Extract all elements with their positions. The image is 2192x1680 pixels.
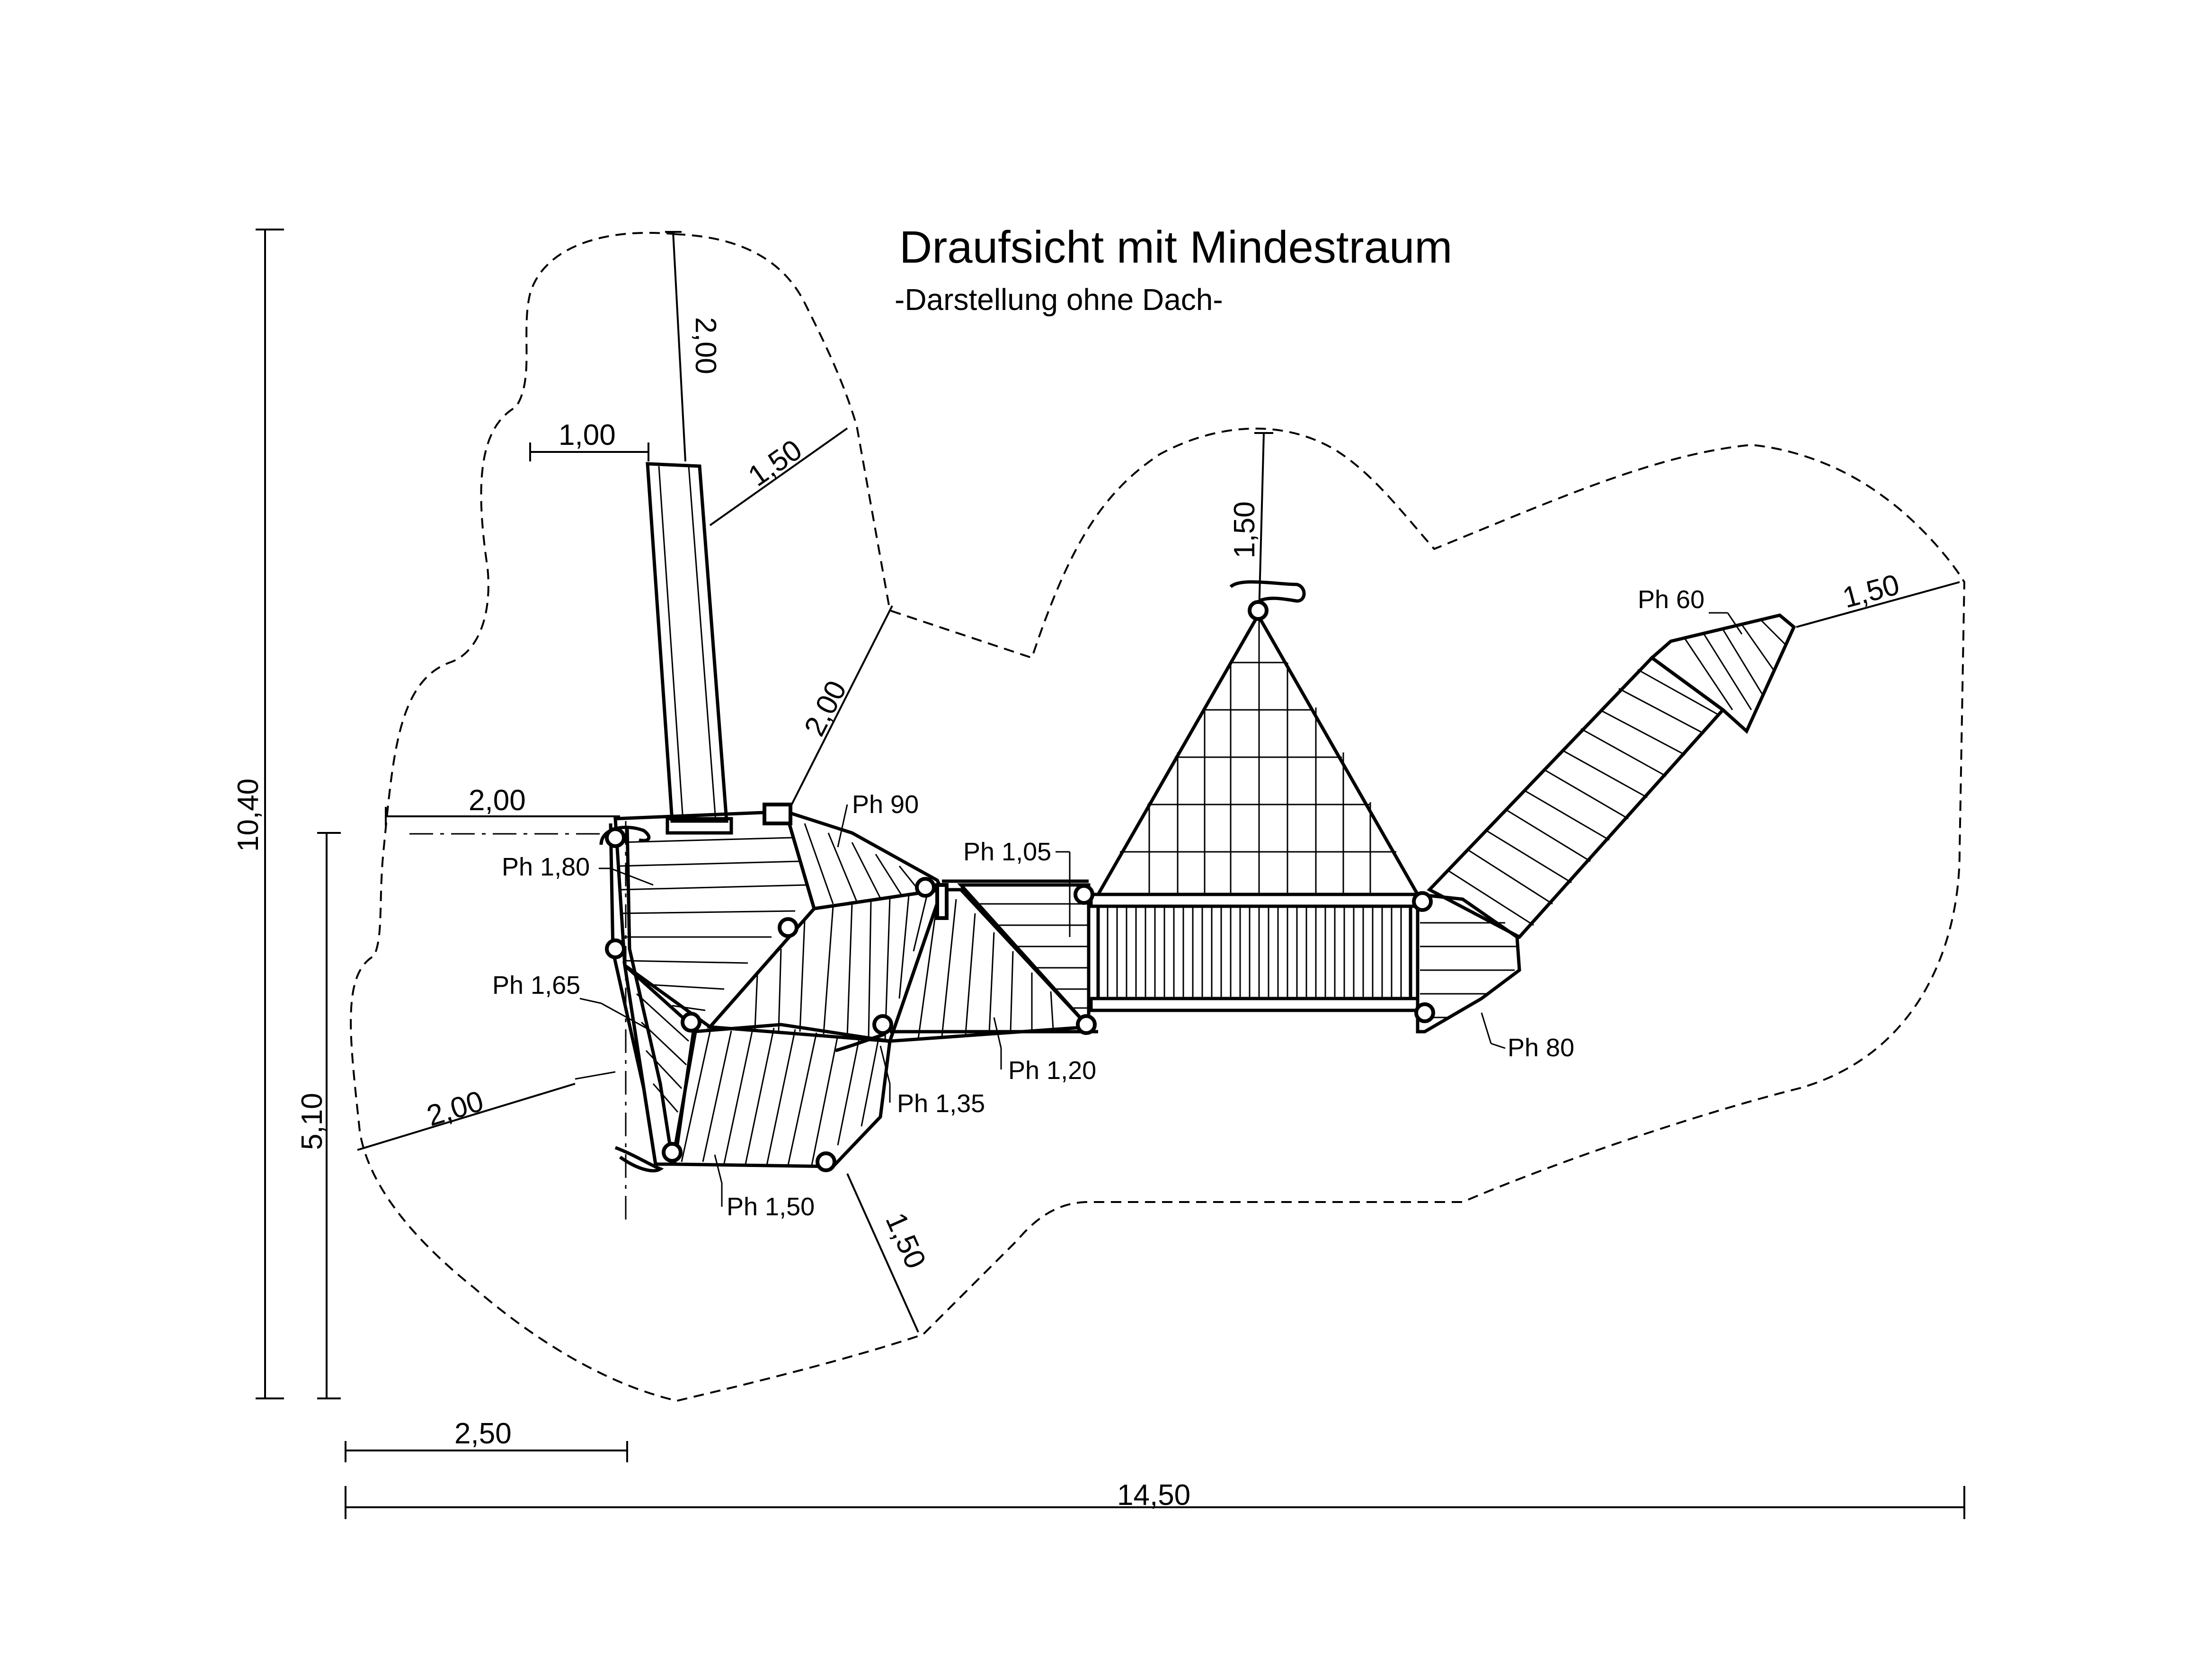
total-height-dimension: 10,40 — [232, 229, 284, 1399]
left-platform-clearance-label: 2,00 — [469, 784, 526, 817]
platform-main-hatch — [620, 837, 808, 1011]
middle-handgrip — [835, 1032, 886, 1052]
svg-text:Ph 80: Ph 80 — [1508, 1034, 1574, 1062]
slide-top-clearance: 2,00 — [665, 231, 722, 462]
svg-text:Ph 90: Ph 90 — [852, 790, 919, 819]
platform-lower-left — [622, 961, 698, 1166]
bottom-clearance: 1,50 — [846, 1173, 932, 1333]
slide-exit-clearance-label: 2,00 — [798, 676, 853, 742]
lower-left-clearance: 2,00 — [357, 1083, 576, 1151]
net-top-post — [1229, 580, 1306, 621]
svg-text:Ph 60: Ph 60 — [1638, 585, 1704, 614]
label-ph165: Ph 1,65 — [492, 971, 649, 1030]
svg-text:Ph 1,80: Ph 1,80 — [502, 853, 590, 881]
label-ph120: Ph 1,20 — [993, 1017, 1096, 1085]
svg-text:Ph 1,35: Ph 1,35 — [897, 1089, 985, 1118]
label-ph80: Ph 80 — [1481, 1012, 1574, 1062]
svg-text:Ph 1,50: Ph 1,50 — [727, 1193, 815, 1221]
platform-middle-triangle — [706, 887, 945, 1043]
platform-bottom — [672, 1023, 892, 1168]
net-base-slats — [1107, 908, 1402, 998]
svg-text:Ph 1,05: Ph 1,05 — [963, 838, 1051, 866]
platform-ph60 — [1649, 613, 1796, 734]
slide-exit-clearance: 2,00 — [787, 605, 893, 812]
net-top-clearance-label: 1,50 — [1228, 501, 1261, 558]
partial-height-label: 5,10 — [296, 1093, 328, 1150]
bridge-end-clearance: 1,50 — [1796, 568, 1960, 628]
label-ph180: Ph 1,80 — [502, 853, 654, 886]
lower-left-clearance-label: 2,00 — [423, 1085, 488, 1132]
label-ph90: Ph 90 — [837, 790, 919, 848]
bottom-offset-dimension: 2,50 — [345, 1417, 628, 1462]
platform-ph120-triangle — [887, 888, 1092, 1043]
label-ph135: Ph 1,35 — [879, 1045, 985, 1118]
drawing-title: Draufsicht mit Mindestraum — [899, 222, 1452, 273]
minimum-space-boundary — [350, 231, 1966, 1402]
slide-side-left-label: 1,00 — [559, 419, 616, 451]
bridge-end-clearance-label: 1,50 — [1839, 568, 1903, 615]
slide-top-clearance-label: 2,00 — [689, 317, 722, 374]
suspension-bridge — [1427, 655, 1726, 939]
svg-text:Ph 1,65: Ph 1,65 — [492, 971, 580, 999]
bottom-offset-label: 2,50 — [454, 1417, 512, 1450]
slide-side-right-dimension: 1,50 — [709, 427, 848, 526]
left-handgrip-top — [599, 825, 651, 845]
total-width-dimension: 14,50 — [345, 1479, 1965, 1519]
left-handgrip-bottom — [614, 1146, 664, 1173]
net-base-deck — [1089, 893, 1420, 1012]
slide — [646, 462, 733, 835]
label-ph105: Ph 1,05 — [963, 838, 1071, 937]
lower-left-rail — [575, 1071, 616, 1080]
total-width-label: 14,50 — [1117, 1479, 1190, 1512]
posts — [605, 803, 1435, 1172]
svg-text:Ph 1,20: Ph 1,20 — [1008, 1056, 1096, 1085]
climbing-net — [1095, 611, 1421, 896]
label-ph150: Ph 1,50 — [714, 1154, 815, 1221]
total-height-label: 10,40 — [232, 778, 265, 852]
partial-height-dimension: 5,10 — [296, 832, 341, 1399]
drawing-subtitle: -Darstellung ohne Dach- — [895, 283, 1223, 317]
slide-side-right-label: 1,50 — [742, 433, 808, 493]
left-platform-clearance: 2,00 — [385, 784, 620, 826]
platform-ph105-deck — [957, 883, 1091, 1032]
label-ph60: Ph 60 — [1638, 585, 1743, 635]
slide-side-left-dimension: 1,00 — [529, 419, 649, 461]
